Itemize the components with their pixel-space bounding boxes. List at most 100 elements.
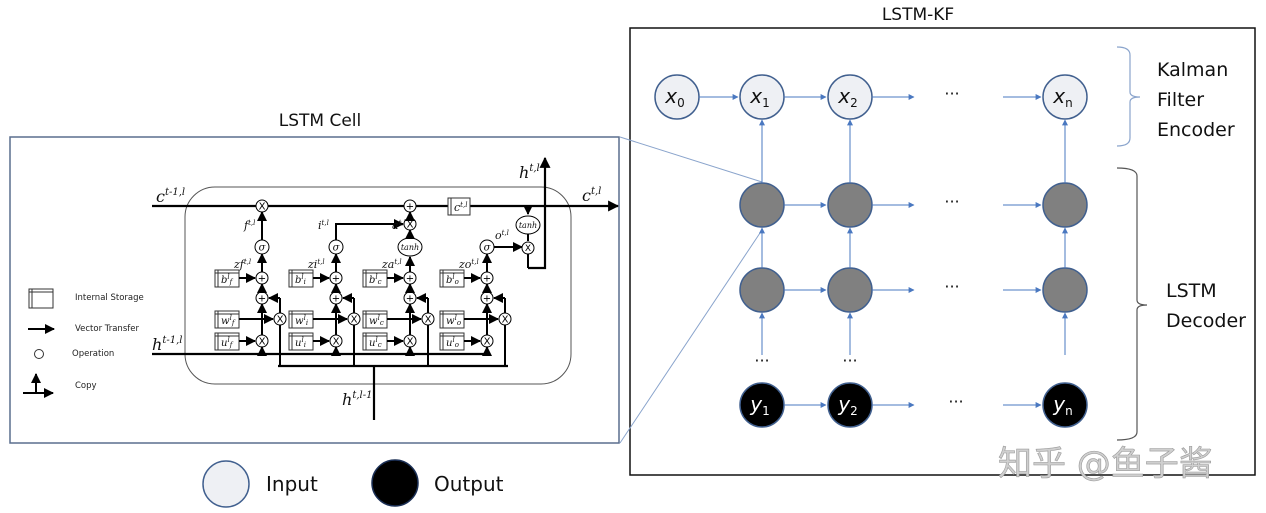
hidden-node <box>739 267 785 313</box>
projection-line-bottom <box>619 229 763 444</box>
svg-text:y2: y2 <box>837 392 857 418</box>
w-storage: wli <box>288 310 314 329</box>
column-ellipsis: ··· <box>754 351 769 370</box>
svg-text:X: X <box>407 220 414 231</box>
svg-text:σ: σ <box>259 243 267 254</box>
svg-text:wlf: wlf <box>221 314 236 327</box>
hidden-node <box>827 182 873 228</box>
lstm-cell-title: LSTM Cell <box>279 111 362 131</box>
svg-text:X: X <box>407 337 414 348</box>
legend-copy-label: Copy <box>75 381 97 391</box>
h-out-label: ht,l <box>519 163 540 182</box>
svg-text:X: X <box>259 337 266 348</box>
svg-text:zit,l: zit,l <box>307 258 325 271</box>
cell-body <box>184 186 572 385</box>
decoder-brace <box>1116 167 1148 441</box>
svg-text:X: X <box>525 244 531 254</box>
x-node-0: x0 <box>654 74 700 120</box>
x-node-1: x1 <box>739 74 785 120</box>
svg-text:ft,l: ft,l <box>243 219 255 232</box>
svg-text:+: + <box>406 294 414 305</box>
svg-text:+: + <box>406 202 414 213</box>
h-out-line <box>528 156 551 270</box>
cell-state-storage: ct,l <box>447 197 471 216</box>
x-node-n: xn <box>1042 74 1088 120</box>
legend-operation-label: Operation <box>72 349 114 359</box>
legend-output-circle <box>371 459 419 507</box>
hidden-node <box>827 267 873 313</box>
h-prev-label: ht-1,l <box>152 335 182 354</box>
legend-input-circle <box>202 460 250 508</box>
w-storage: wlc <box>362 310 388 329</box>
svg-text:+: + <box>483 274 491 285</box>
internal-storage-icon <box>28 288 54 309</box>
svg-text:σ: σ <box>484 243 492 254</box>
decoder-label-line2: Decoder <box>1166 310 1246 332</box>
svg-text:x1: x1 <box>749 84 769 110</box>
hidden-node <box>739 182 785 228</box>
svg-text:ulo: ulo <box>446 336 459 349</box>
svg-text:it,l: it,l <box>318 219 329 232</box>
hidden-node <box>1042 267 1088 313</box>
svg-text:X: X <box>259 202 266 213</box>
svg-text:wli: wli <box>295 314 308 327</box>
svg-text:ct,l: ct,l <box>454 201 467 214</box>
svg-text:X: X <box>425 315 432 326</box>
w-storage: wlo <box>439 310 465 329</box>
u-storage: ulf <box>214 332 240 351</box>
x-node-2: x2 <box>827 74 873 120</box>
svg-text:+: + <box>406 274 414 285</box>
svg-text:zat,l: zat,l <box>381 258 402 271</box>
y-node-n: yn <box>1042 382 1088 428</box>
c-next-label: ct,l <box>582 186 601 205</box>
legend-internal-storage-label: Internal Storage <box>75 293 144 303</box>
u-storage: uli <box>288 332 314 351</box>
svg-text:X: X <box>502 315 509 326</box>
svg-text:tanh: tanh <box>519 221 537 230</box>
gate-columns: ++σXXblfwlfulfzft,lft,lX++σXXbliwliulizi… <box>214 199 523 366</box>
bias-storage: blc <box>362 269 388 288</box>
lstm-kf-frame <box>629 27 1256 476</box>
copy-icon <box>23 373 54 398</box>
svg-text:at,l: at,l <box>392 219 406 232</box>
u-storage: ulc <box>362 332 388 351</box>
y-node-1: y1 <box>739 382 785 428</box>
x-row-ellipsis: ··· <box>944 84 959 103</box>
svg-text:zft,l: zft,l <box>233 258 251 271</box>
encoder-label-line3: Encoder <box>1157 119 1235 141</box>
svg-text:tanh: tanh <box>401 243 419 252</box>
legend-vector-transfer-label: Vector Transfer <box>75 324 139 334</box>
forget-mult-op <box>255 199 269 213</box>
bias-storage: blf <box>214 269 240 288</box>
y-node-2: y2 <box>827 382 873 428</box>
svg-text:ulf: ulf <box>221 336 234 349</box>
svg-text:X: X <box>351 315 358 326</box>
encoder-brace <box>1116 46 1141 147</box>
projection-line-top <box>619 136 763 183</box>
legend-input-label: Input <box>266 472 318 496</box>
svg-text:+: + <box>258 274 266 285</box>
decoder-label-line1: LSTM <box>1166 280 1217 302</box>
svg-text:uli: uli <box>295 336 306 349</box>
encoder-label-line1: Kalman <box>1157 59 1228 81</box>
cell-legend: Internal Storage Vector Transfer Operati… <box>23 288 144 398</box>
cell-add-op <box>403 199 417 213</box>
w-storage: wlf <box>214 310 240 329</box>
svg-text:X: X <box>484 337 491 348</box>
svg-text:ulc: ulc <box>369 336 382 349</box>
svg-text:wlc: wlc <box>369 314 384 327</box>
svg-text:ot,l: ot,l <box>495 229 509 242</box>
hidden-node <box>1042 182 1088 228</box>
svg-text:x2: x2 <box>837 84 857 110</box>
svg-text:X: X <box>277 315 284 326</box>
operation-circle-icon <box>34 349 44 359</box>
svg-text:yn: yn <box>1052 392 1072 418</box>
hidden-row-ellipsis: ··· <box>944 277 959 296</box>
column-ellipsis: ··· <box>842 351 857 370</box>
legend-output-label: Output <box>434 472 504 496</box>
